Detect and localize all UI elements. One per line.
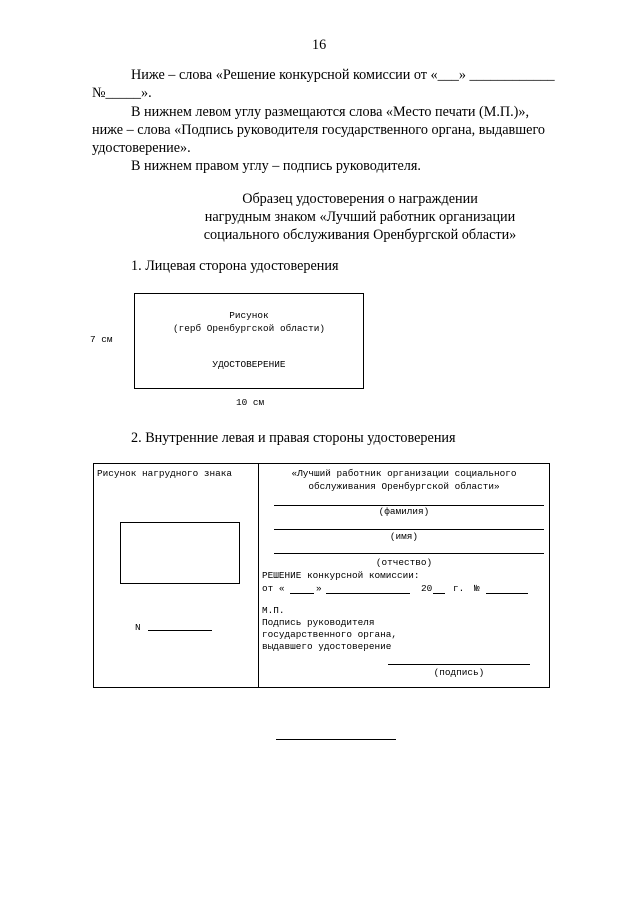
award-title-line-1: «Лучший работник организации социального — [291, 468, 517, 479]
sample-title-line-2: нагрудным знаком «Лучший работник органи… — [204, 209, 516, 225]
decision-date-quote: » — [316, 583, 322, 594]
body-line-4: ниже – слова «Подпись руководителя госуд… — [92, 122, 546, 138]
decision-number-sign: № — [474, 583, 480, 594]
decision-year-line — [433, 593, 445, 594]
sample-title-line-3: социального обслуживания Оренбургской об… — [203, 227, 517, 243]
patronymic-line — [274, 553, 544, 554]
head-signature-label-2: государственного органа, — [262, 629, 398, 640]
award-title-line-2: обслуживания Оренбургской области» — [308, 481, 500, 492]
decision-year-prefix: 20 — [421, 583, 433, 594]
footer-rule — [276, 739, 396, 740]
head-signature-label-3: выдавшего удостоверение — [262, 641, 392, 652]
name-caption: (имя) — [389, 531, 419, 542]
width-dimension-label: 10 см — [236, 397, 265, 408]
inner-sides-box — [93, 463, 550, 688]
front-box-coat-of-arms-label: (герб Оренбургской области) — [173, 323, 325, 334]
page-number: 16 — [312, 37, 327, 53]
patronymic-caption: (отчество) — [375, 557, 433, 568]
name-line — [274, 529, 544, 530]
front-box-picture-label: Рисунок — [229, 310, 269, 321]
head-signature-label-1: Подпись руководителя — [262, 617, 375, 628]
commission-decision-label: РЕШЕНИЕ конкурсной комиссии: — [262, 570, 420, 581]
decision-number-line — [486, 593, 528, 594]
body-line-3: В нижнем левом углу размещаются слова «М… — [131, 104, 530, 120]
surname-line — [274, 505, 544, 506]
height-dimension-label: 7 см — [90, 334, 113, 345]
section1-heading: 1. Лицевая сторона удостоверения — [131, 258, 339, 274]
signature-caption: (подпись) — [433, 667, 485, 678]
body-line-2: №_____». — [92, 85, 152, 101]
body-line-6: В нижнем правом углу – подпись руководит… — [131, 158, 421, 174]
decision-year-suffix: г. — [453, 583, 465, 594]
signature-line — [388, 664, 530, 665]
surname-caption: (фамилия) — [378, 506, 430, 517]
front-box-certificate-label: УДОСТОВЕРЕНИЕ — [212, 359, 286, 370]
badge-picture-placeholder — [120, 522, 240, 584]
decision-month-line — [326, 593, 410, 594]
decision-date-from: от « — [262, 583, 285, 594]
inner-sides-divider — [258, 463, 259, 687]
badge-picture-label: Рисунок нагрудного знака — [97, 468, 233, 479]
seal-place-label: М.П. — [262, 605, 285, 616]
body-line-5: удостоверение». — [92, 140, 191, 156]
body-line-1: Ниже – слова «Решение конкурсной комисси… — [131, 67, 555, 83]
decision-day-line — [290, 593, 314, 594]
badge-number-label: N — [135, 622, 141, 633]
front-side-box — [134, 293, 364, 389]
section2-heading: 2. Внутренние левая и правая стороны удо… — [131, 430, 456, 446]
badge-number-line — [148, 630, 212, 631]
sample-title-line-1: Образец удостоверения о награждении — [242, 191, 478, 207]
